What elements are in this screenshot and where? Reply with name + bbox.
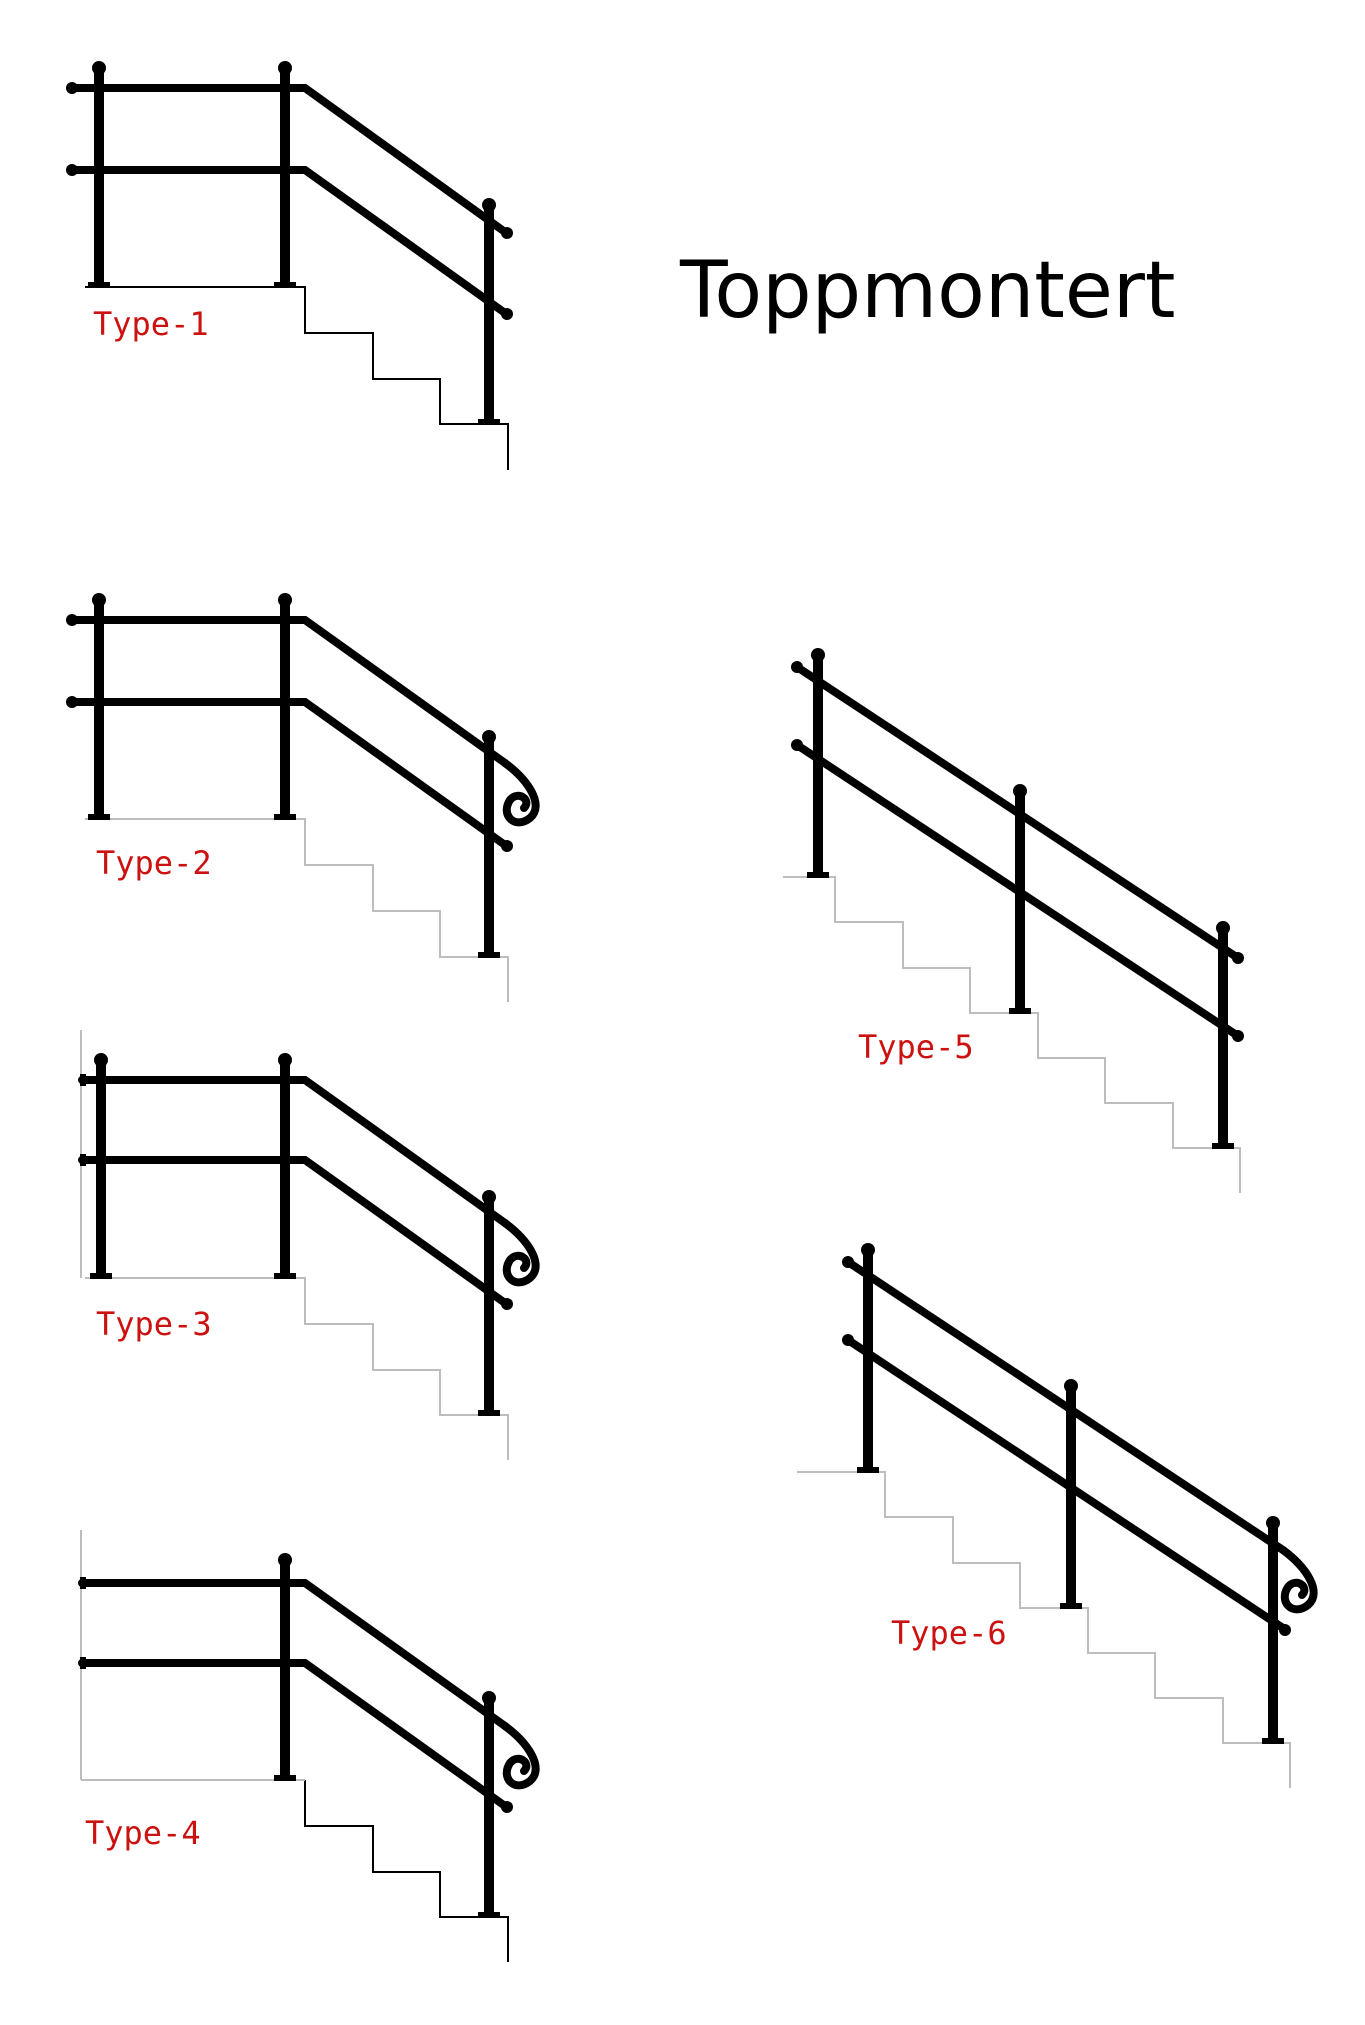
wall-outline [80, 1530, 305, 1781]
posts [94, 602, 494, 957]
type-label-1: Type-1 [93, 305, 209, 343]
rails [844, 1258, 1287, 1632]
post-caps [88, 593, 500, 958]
rail-ends [501, 1298, 513, 1310]
scroll-end [501, 1219, 540, 1287]
railing-type-1 [66, 61, 513, 470]
post-caps [857, 1243, 1284, 1744]
post-caps [80, 1053, 500, 1416]
posts [94, 70, 494, 424]
railing-type-2 [66, 593, 540, 1002]
railing-type-3 [78, 1030, 540, 1460]
rails [78, 1579, 509, 1810]
rails [68, 616, 509, 849]
stair-outline [80, 1030, 509, 1460]
stair-outline [783, 876, 1241, 1193]
railing-type-4 [78, 1530, 540, 1962]
scroll-end [1279, 1546, 1318, 1614]
posts [96, 1062, 494, 1415]
railing-type-5 [783, 648, 1244, 1193]
rail-ends [842, 1256, 1291, 1636]
rail-ends [791, 661, 1244, 1042]
railing-type-6 [797, 1243, 1318, 1788]
type-label-4: Type-4 [85, 1814, 201, 1852]
rail-ends [501, 1801, 513, 1813]
post-caps [88, 61, 500, 425]
rails [68, 84, 509, 317]
rails [78, 1076, 509, 1307]
posts [280, 1562, 494, 1917]
posts [813, 657, 1228, 1148]
type-label-6: Type-6 [891, 1614, 1007, 1652]
type-label-3: Type-3 [96, 1305, 212, 1343]
stair-outline [797, 1471, 1291, 1788]
post-caps [80, 1553, 500, 1918]
scroll-end [501, 1722, 540, 1790]
stair-outline [304, 1780, 509, 1962]
page-title: Toppmontert [680, 246, 1176, 336]
type-label-5: Type-5 [858, 1028, 974, 1066]
post-caps [807, 648, 1234, 1149]
rail-ends [66, 82, 513, 320]
rail-ends [66, 614, 513, 852]
posts [863, 1252, 1278, 1743]
type-label-2: Type-2 [96, 844, 212, 882]
scroll-end [501, 759, 540, 827]
